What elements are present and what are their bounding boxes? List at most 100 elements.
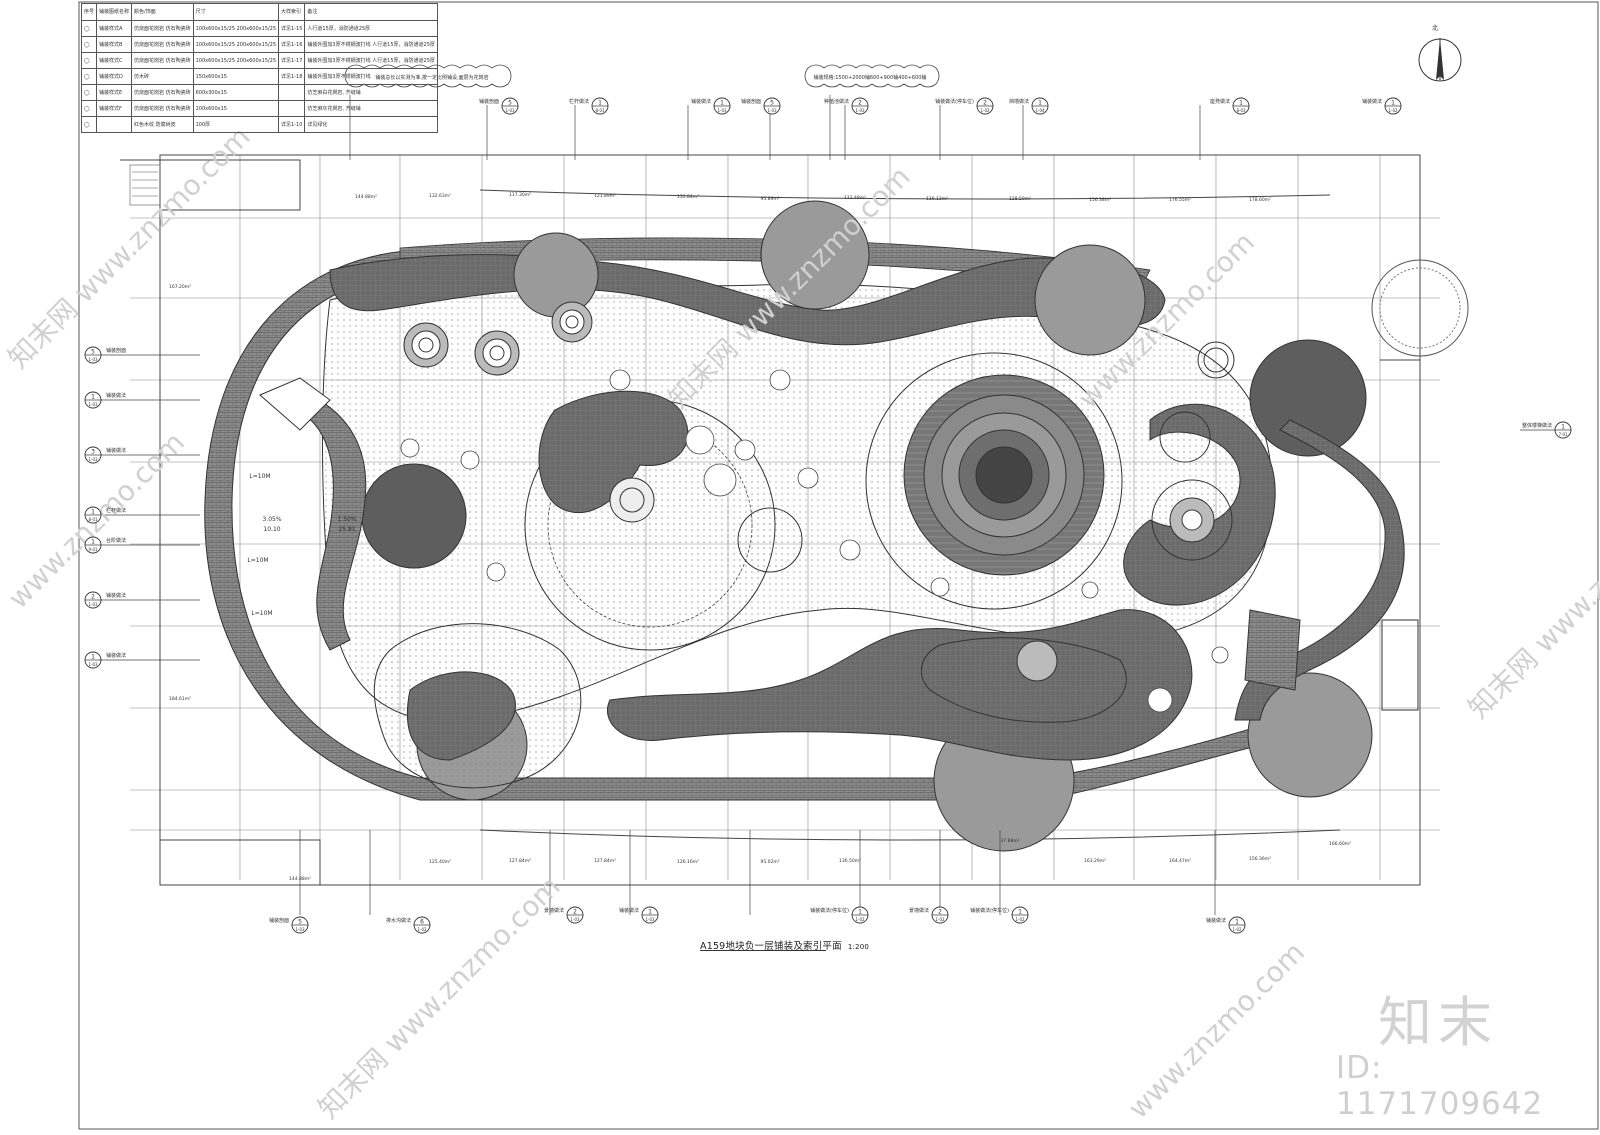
callout-sheet: 1-03 [88, 602, 98, 607]
area-label: 112.48m² [844, 195, 866, 201]
index-callout: 11-04 挡墙做法 [1009, 97, 1049, 115]
legend-header-row: 序号 铺装图纸名称 颜色/饰面 尺寸 大样索引 备注 [80, 3, 438, 21]
watermark-logo: 知末 [1378, 991, 1498, 1054]
callout-number: 2 [573, 909, 577, 916]
callout-sheet: 1-03 [767, 108, 777, 113]
callout-label: 挡墙做法 [1009, 98, 1029, 105]
callout-label: 铺装做法 [1206, 917, 1226, 924]
callout-label: 铺装剖面 [269, 917, 289, 924]
area-label: 144.88m² [355, 194, 377, 200]
callout-sheet: 1-04 [1035, 108, 1045, 113]
callout-label: 铺装做法 [619, 907, 639, 914]
dimension-label: 10.10 [263, 526, 280, 533]
area-label: 116.13m² [926, 196, 948, 202]
callout-sheet: 8-03 [1236, 108, 1246, 113]
callout-number: 2 [858, 100, 862, 107]
callout-sheet: 1-03 [505, 108, 515, 113]
callout-number: 1 [1391, 100, 1395, 107]
crescent-steps [294, 394, 367, 651]
index-callouts-left: 51-03铺装剖面11-03铺装做法31-03铺装做法18-01栏杆做法19-0… [84, 346, 126, 669]
callout-label: 栏杆做法 [569, 98, 589, 105]
index-callout: 11-03 铺装做法 [691, 97, 731, 115]
tree-canopy [1247, 672, 1373, 798]
dimension-label: 3.05% [262, 516, 281, 523]
cloud-note: 铺装规格:1500+2000铺600+900铺400+600铺 [814, 74, 927, 81]
callout-number: 1 [1235, 919, 1239, 926]
callout-label: 铺装做法(停车位) [810, 907, 849, 914]
stairs-right [1244, 609, 1301, 691]
callout-number: 1 [1239, 100, 1243, 107]
north-arrow [1418, 38, 1462, 82]
callout-sheet: 1-03 [88, 457, 98, 462]
revision-cloud [804, 64, 940, 88]
title-underline [700, 950, 826, 951]
cloud-notes: 铺装总长以实测为准,按一定比例铺设,面层为花岗岩铺装规格:1500+2000铺6… [375, 74, 926, 81]
sheet-border [78, 1, 1599, 1130]
callout-label: 铺装剖面 [741, 98, 761, 105]
watermark-id: ID: 1171709642 [1336, 1050, 1544, 1122]
callout-number: 2 [938, 909, 942, 916]
callout-number: 2 [91, 594, 95, 601]
dimension-label: 25.81 [338, 526, 355, 533]
dark-blob [538, 390, 689, 514]
area-label: 95.02m² [760, 859, 779, 865]
round-seating-feature [1123, 403, 1276, 606]
callout-sheet: 1-02 [417, 927, 427, 932]
legend-header: 铺装图纸名称 [96, 3, 133, 21]
callout-sheet: 1-03 [717, 108, 727, 113]
callout-number: 5 [298, 919, 302, 926]
area-label: 136.50m² [839, 858, 861, 864]
callout-number: 1 [720, 100, 724, 107]
callout-label: 座凳做法 [1210, 98, 1230, 105]
callout-number: 1 [91, 539, 95, 546]
area-label: 144.88m² [289, 876, 311, 882]
dimension-label: 1.50% [337, 516, 356, 523]
callout-label: 整体楼梯做法 [1522, 422, 1552, 429]
callout-sheet: 1-02 [980, 108, 990, 113]
area-label: 164.47m² [1169, 858, 1191, 864]
area-label: 184.61m² [169, 696, 191, 702]
tree-canopy [361, 463, 467, 569]
callout-number: 1 [1038, 100, 1042, 107]
legend-header: 颜色/饰面 [131, 3, 194, 21]
callout-sheet: 1-02 [855, 917, 865, 922]
area-label: 95.89m² [760, 196, 779, 202]
tree-canopy [513, 232, 599, 318]
callout-sheet: 1-03 [855, 108, 865, 113]
callout-number: 1 [91, 509, 95, 516]
area-label: 163.29m² [1084, 858, 1106, 864]
drawing-scale: 1:200 [847, 943, 870, 951]
callout-label: 铺装剖面 [479, 98, 499, 105]
watermark-site-text: 知末网 www.znzmo.com [1462, 470, 1600, 725]
circular-plaza [865, 352, 1123, 610]
watermark-site-text: 知末网 www.znzmo.com [2, 120, 257, 375]
callout-sheet: 8-01 [88, 517, 98, 522]
shrub-circles [400, 369, 1229, 713]
callout-label: 铺装做法 [691, 98, 711, 105]
round-structure [1371, 259, 1469, 357]
site-outline [120, 154, 1421, 886]
callout-sheet: 1-03 [88, 357, 98, 362]
area-label: 127.84m² [509, 858, 531, 864]
callout-sheet: 8-01 [595, 108, 605, 113]
area-label: 126.16m² [677, 859, 699, 865]
callout-label: 种植池做法 [824, 98, 849, 105]
